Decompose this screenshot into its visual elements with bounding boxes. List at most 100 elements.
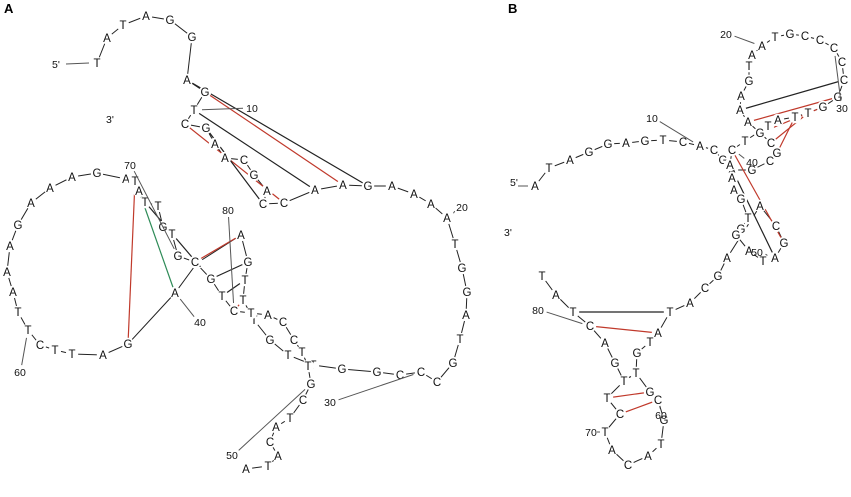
- nucleotide-halo: [768, 251, 782, 265]
- nucleotide-halo: [227, 304, 241, 318]
- nucleotide-halo: [566, 305, 580, 319]
- position-tick: [738, 153, 745, 159]
- nucleotide-halo: [733, 103, 747, 117]
- nucleotide-73: T: [620, 376, 627, 388]
- position-number-30: 30: [324, 397, 336, 409]
- position-number-10: 10: [246, 103, 258, 115]
- nucleotide-halo: [813, 33, 827, 47]
- nucleotide-halo: [788, 110, 802, 124]
- position-number-80: 80: [222, 205, 234, 217]
- nucleotide-halo: [741, 211, 755, 225]
- nucleotide-67: A: [644, 451, 652, 463]
- nucleotide-40: T: [250, 315, 257, 327]
- base-pair-bond: [194, 234, 242, 263]
- position-number-40: 40: [746, 157, 758, 169]
- nucleotide-32: C: [433, 377, 441, 389]
- nucleotide-halo: [723, 158, 737, 172]
- nucleotide-9: C: [679, 137, 687, 149]
- nucleotide-75: A: [264, 310, 272, 322]
- nucleotide-62: T: [632, 368, 639, 380]
- nucleotide-74: T: [247, 308, 254, 320]
- nucleotide-3: A: [566, 155, 574, 167]
- nucleotide-halo: [676, 135, 690, 149]
- position-tick: [834, 55, 842, 102]
- nucleotide-14: G: [748, 165, 757, 177]
- base-pair-bond: [619, 399, 659, 415]
- nucleotide-72: T: [218, 291, 225, 303]
- nucleotide-halo: [783, 27, 797, 41]
- nucleotide-48: A: [99, 350, 107, 362]
- nucleotide-halo: [277, 196, 291, 210]
- nucleotide-27: G: [458, 263, 467, 275]
- nucleotide-22: A: [388, 181, 396, 193]
- nucleotide-halo: [771, 113, 785, 127]
- nucleotide-halo: [241, 255, 255, 269]
- nucleotide-54: A: [723, 253, 731, 265]
- nucleotide-halo: [11, 218, 25, 232]
- nucleotide-halo: [643, 335, 657, 349]
- nucleotide-halo: [43, 181, 57, 195]
- nucleotide-halo: [198, 85, 212, 99]
- nucleotide-58: A: [27, 198, 35, 210]
- nucleotide-59: A: [654, 328, 662, 340]
- nucleotide-halo: [528, 179, 542, 193]
- position-tick: [179, 298, 195, 318]
- base-pair-bond: [770, 112, 809, 144]
- nucleotide-halo: [725, 143, 739, 157]
- nucleotide-35: T: [804, 108, 811, 120]
- nucleotide-halo: [798, 29, 812, 43]
- nucleotide-15: G: [250, 170, 259, 182]
- nucleotide-29: C: [816, 35, 824, 47]
- nucleotide-halo: [234, 228, 248, 242]
- nucleotide-halo: [261, 308, 275, 322]
- nucleotide-halo: [629, 366, 643, 380]
- nucleotide-halo: [11, 305, 25, 319]
- nucleotide-halo: [683, 296, 697, 310]
- nucleotide-halo: [535, 269, 549, 283]
- nucleotide-19: A: [744, 117, 752, 129]
- nucleotide-57: A: [686, 298, 694, 310]
- five-prime-label: 5': [510, 177, 518, 189]
- nucleotide-30: C: [830, 43, 838, 55]
- nucleotide-84: C: [266, 437, 274, 449]
- position-tick: [21, 337, 27, 366]
- nucleotide-halo: [619, 136, 633, 150]
- nucleotide-halo: [651, 326, 665, 340]
- nucleotide-halo: [734, 89, 748, 103]
- nucleotide-78: A: [552, 290, 560, 302]
- nucleotide-halo: [563, 153, 577, 167]
- nucleotide-halo: [455, 261, 469, 275]
- nucleotide-halo: [742, 244, 756, 258]
- nucleotide-7: G: [641, 136, 650, 148]
- nucleotide-halo: [598, 336, 612, 350]
- nucleotide-39: G: [266, 335, 275, 347]
- nucleotide-71: G: [207, 274, 216, 286]
- nucleotide-73: C: [230, 306, 238, 318]
- nucleotide-12: G: [719, 155, 728, 167]
- nucleotide-halo: [236, 293, 250, 307]
- nucleotide-halo: [361, 179, 375, 193]
- nucleotide-4: A: [142, 11, 150, 23]
- position-tick: [133, 170, 175, 250]
- nucleotide-halo: [65, 347, 79, 361]
- nucleotide-halo: [727, 183, 741, 197]
- nucleotide-halo: [261, 459, 275, 473]
- nucleotide-38: T: [764, 121, 771, 133]
- panel-label: B: [508, 1, 517, 16]
- position-tick: [228, 216, 235, 304]
- nucleotide-25: A: [758, 41, 766, 53]
- nucleotide-halo: [769, 219, 783, 233]
- nucleotide-halo: [424, 197, 438, 211]
- nucleotide-34: C: [396, 370, 404, 382]
- nucleotide-60: T: [646, 337, 653, 349]
- nucleotide-halo: [711, 269, 725, 283]
- nucleotide-halo: [263, 333, 277, 347]
- nucleotide-halo: [761, 119, 775, 133]
- nucleotide-26: T: [451, 239, 458, 251]
- nucleotide-halo: [643, 385, 657, 399]
- nucleotide-26: T: [771, 32, 778, 44]
- nucleotide-halo: [304, 377, 318, 391]
- nucleotide-halo: [734, 192, 748, 206]
- nucleotide-60: A: [68, 172, 76, 184]
- nucleotide-halo: [756, 254, 770, 268]
